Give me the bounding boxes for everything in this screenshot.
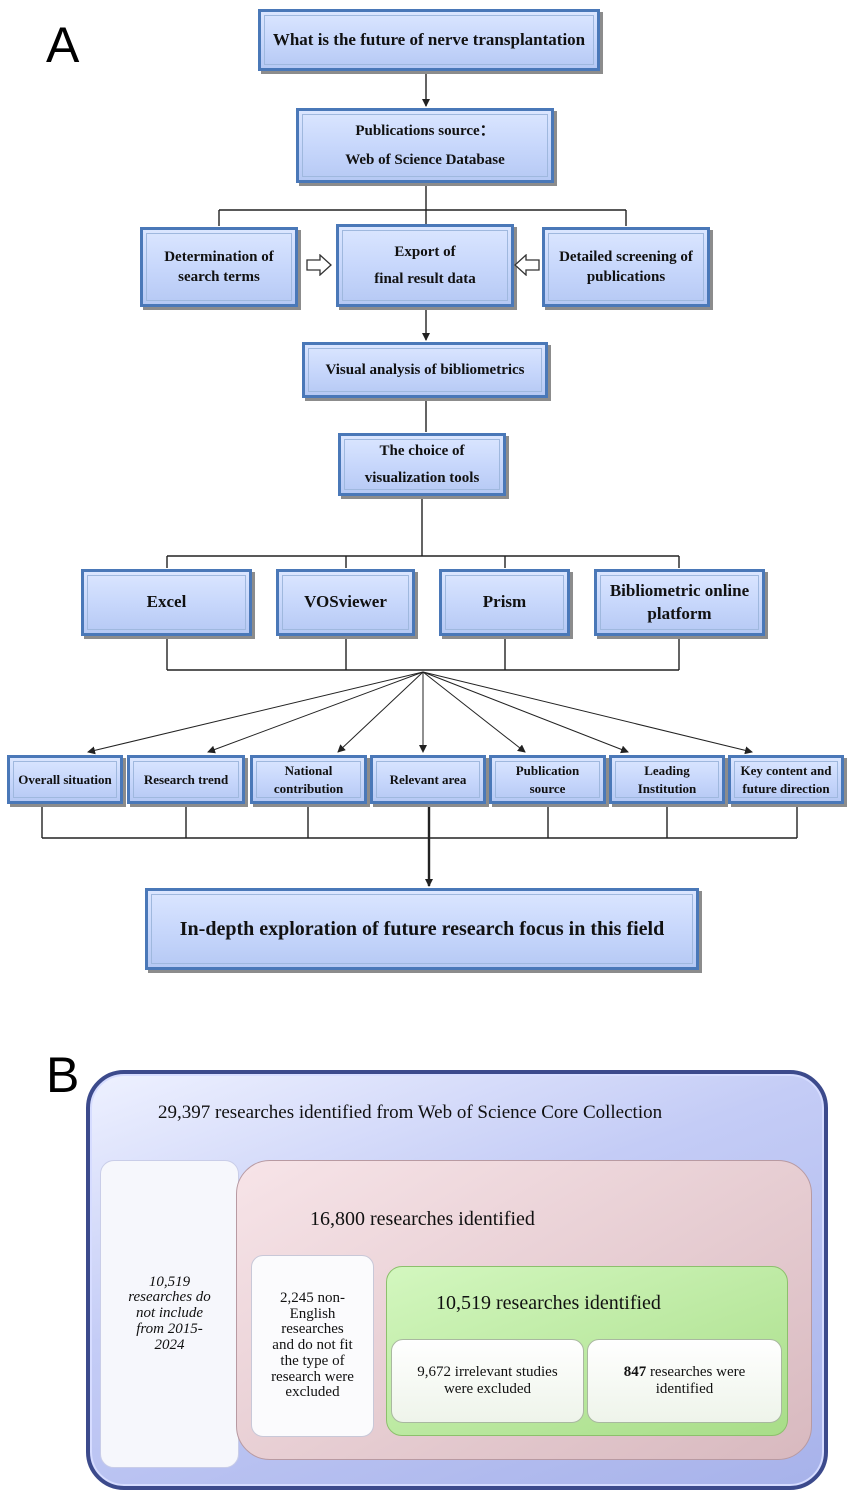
- final-count: 847: [623, 1363, 647, 1380]
- date-exclusion-line-4: from 2015-: [136, 1320, 203, 1337]
- analysis-leading-line-2: Institution: [637, 780, 697, 796]
- export-line-2: final result data: [374, 270, 476, 287]
- analysis-publication-source: Publication source: [489, 755, 606, 804]
- analysis-relevant-label: Relevant area: [389, 771, 467, 787]
- analysis-publication-line-2: source: [529, 780, 566, 796]
- publications-source-box: Publications source： Web of Science Data…: [296, 108, 554, 183]
- screening-line-1: Detailed screening of: [559, 248, 693, 265]
- analysis-trend-label: Research trend: [143, 771, 229, 787]
- export-line-1: Export of: [394, 243, 456, 260]
- final-included-line-2: identified: [655, 1381, 714, 1397]
- non-english-line-7: excluded: [285, 1384, 340, 1401]
- screening-box: Detailed screening of publications: [542, 227, 710, 307]
- irrelevant-line-1: 9,672 irrelevant studies: [417, 1363, 558, 1380]
- tool-bibliometric-line-1: Bibliometric online: [609, 581, 750, 601]
- date-exclusion-line-3: not include: [135, 1305, 204, 1322]
- choice-line-2: visualization tools: [364, 469, 480, 486]
- tool-prism-box: Prism: [439, 569, 570, 636]
- final-exploration-text: In-depth exploration of future research …: [179, 917, 665, 940]
- tool-vosviewer-box: VOSviewer: [276, 569, 415, 636]
- analysis-relevant-area: Relevant area: [370, 755, 486, 804]
- non-english-line-2: English: [289, 1305, 336, 1322]
- flowchart-connectors: [41, 71, 798, 887]
- panel-a-label: A: [46, 17, 80, 73]
- analysis-research-trend: Research trend: [127, 755, 245, 804]
- source-line-2: Web of Science Database: [345, 151, 505, 168]
- date-exclusion-line-2: researches do: [128, 1289, 211, 1306]
- right-hollow-arrow: [306, 254, 332, 276]
- date-exclusion-line-1: 10,519: [148, 1273, 191, 1290]
- search-terms-box: Determination of search terms: [140, 227, 298, 307]
- non-english-line-1: 2,245 non-: [280, 1289, 345, 1306]
- final-included-box: 847 researches were identified: [587, 1339, 782, 1423]
- non-english-line-6: research were: [271, 1368, 354, 1385]
- tool-excel-box: Excel: [81, 569, 252, 636]
- source-line-1: Publications source：: [355, 123, 495, 139]
- fan-out-arrows: [87, 671, 753, 755]
- tool-prism-label: Prism: [482, 592, 527, 612]
- analysis-leading-institution: Leading Institution: [609, 755, 725, 804]
- tool-excel-label: Excel: [146, 592, 187, 612]
- total-records-text: 29,397 researches identified from Web of…: [158, 1102, 663, 1123]
- left-hollow-arrow: [514, 254, 540, 276]
- screening-line-2: publications: [586, 269, 666, 285]
- analysis-overall-label: Overall situation: [18, 771, 112, 787]
- search-terms-line-2: search terms: [178, 269, 260, 285]
- non-english-line-3: researches: [281, 1321, 344, 1338]
- analysis-national-line-1: National: [284, 762, 333, 778]
- visualization-tools-box: The choice of visualization tools: [338, 433, 506, 496]
- tool-bibliometric-box: Bibliometric online platform: [594, 569, 765, 636]
- non-english-exclusion-panel: 2,245 non- English researches and do not…: [251, 1255, 374, 1437]
- tool-bibliometric-line-2: platform: [647, 603, 712, 623]
- search-terms-line-1: Determination of: [164, 248, 274, 265]
- identified-10519-text: 10,519 researches identified: [436, 1292, 661, 1314]
- analysis-overall-situation: Overall situation: [7, 755, 123, 804]
- final-text-rest: researches were: [646, 1363, 746, 1380]
- analysis-leading-line-1: Leading: [644, 762, 690, 778]
- non-english-line-4: and do not fit: [272, 1337, 353, 1354]
- analysis-national-contribution: National contribution: [250, 755, 367, 804]
- choice-line-1: The choice of: [379, 443, 465, 460]
- tool-vosviewer-label: VOSviewer: [304, 592, 387, 612]
- visual-analysis-text: Visual analysis of bibliometrics: [325, 361, 525, 378]
- analysis-key-line-1: Key content and: [740, 762, 832, 778]
- export-box: Export of final result data: [336, 224, 514, 307]
- visual-analysis-box: Visual analysis of bibliometrics: [302, 342, 548, 398]
- date-exclusion-line-5: 2024: [154, 1336, 185, 1353]
- analysis-publication-line-1: Publication: [515, 762, 580, 778]
- final-included-line-1: 847 researches were: [624, 1364, 746, 1381]
- panel-b-label: B: [46, 1047, 80, 1103]
- irrelevant-exclusion-box: 9,672 irrelevant studies were excluded: [391, 1339, 584, 1423]
- title-box: What is the future of nerve transplantat…: [258, 9, 600, 71]
- analysis-key-line-2: future direction: [742, 780, 830, 796]
- non-english-line-5: the type of: [280, 1352, 345, 1369]
- irrelevant-line-2: were excluded: [443, 1381, 532, 1397]
- final-exploration-box: In-depth exploration of future research …: [145, 888, 699, 970]
- analysis-national-line-2: contribution: [273, 780, 344, 796]
- analysis-key-content: Key content and future direction: [728, 755, 844, 804]
- title-box-text: What is the future of nerve transplantat…: [272, 29, 586, 49]
- identified-16800-text: 16,800 researches identified: [310, 1208, 535, 1230]
- date-exclusion-panel: 10,519 researches do not include from 20…: [100, 1160, 239, 1468]
